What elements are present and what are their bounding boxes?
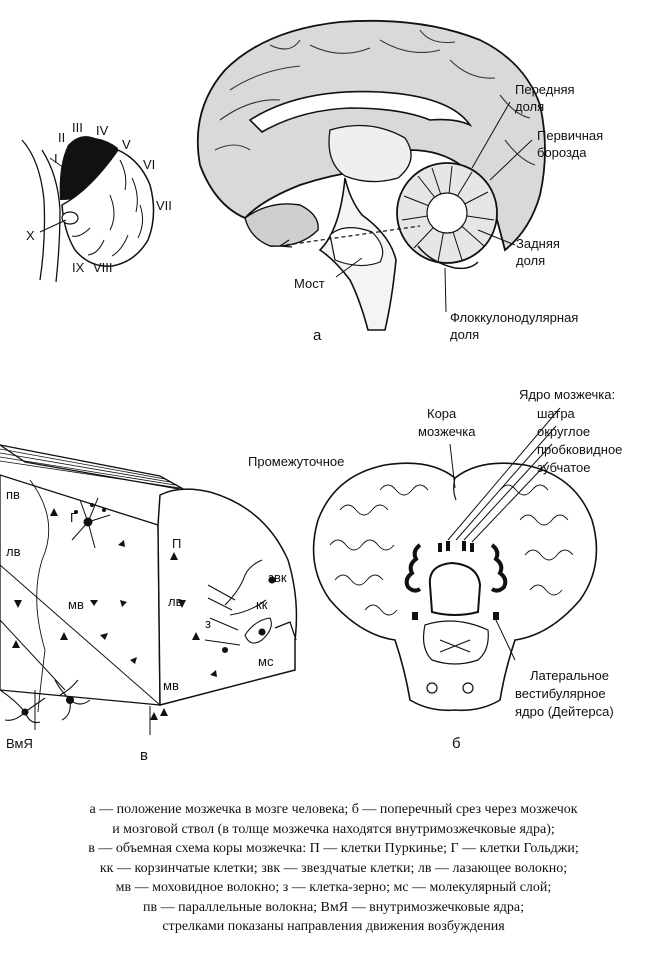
lobule-labels: I II III IV V VI VII VIII IX X (26, 120, 172, 275)
cerebellum-figure: I II III IV V VI VII VIII IX X (0, 19, 622, 764)
lobule-IV: IV (96, 123, 109, 138)
lateral-vestibular-label-3: ядро (Дейтерса) (515, 704, 614, 719)
granule-cell-label: з (205, 616, 211, 631)
posterior-lobe-label: Задняя (516, 236, 560, 251)
lobule-IX: IX (72, 260, 85, 275)
lobule-VII: VII (156, 198, 172, 213)
lateral-vestibular-label-2: вестибулярное (515, 686, 606, 701)
cortex-3d-scheme (0, 444, 298, 735)
panel-a-leaders (335, 101, 533, 313)
panel-a-letter: а (313, 327, 322, 344)
lobule-V: V (122, 137, 131, 152)
lobules-inset (21, 136, 155, 283)
anterior-lobe-label: Передняя (515, 82, 575, 97)
emboliform-nucleus-label: пробковидное (537, 442, 622, 457)
dentate-nucleus-label: зубчатое (537, 460, 590, 475)
caption-line: мв — моховидное волокно; з — клетка-зерн… (115, 880, 552, 895)
panel-b-labels: Кора мозжечка Промежуточное Ядро мозжечк… (248, 387, 622, 752)
caption-line: а — положение мозжечка в мозге человека;… (89, 802, 578, 817)
globose-nucleus-label: округлое (537, 424, 590, 439)
lobule-VIII: VIII (93, 260, 113, 275)
cortex-label: Кора (427, 406, 457, 421)
stellate-cells-label: звк (268, 570, 287, 585)
parallel-fibers-label: пв (6, 487, 20, 502)
panel-v-letter: в (140, 747, 148, 764)
basket-cells-label: кк (256, 597, 268, 612)
cortex-label-2: мозжечка (418, 424, 476, 439)
mossy-fiber-label-right: мв (163, 678, 179, 693)
primary-fissure-label-2: борозда (537, 145, 587, 160)
transverse-section-drawing (312, 407, 598, 712)
figure-caption: а — положение мозжечка в мозге человека;… (0, 800, 667, 937)
climbing-fiber-label-right: лв (168, 594, 183, 609)
mossy-fiber-label-left: мв (68, 597, 84, 612)
intracerebellar-nuclei-label: ВмЯ (6, 736, 33, 751)
posterior-lobe-label-2: доля (516, 253, 545, 268)
lobule-III: III (72, 120, 83, 135)
purkinje-cell-label: П (172, 536, 181, 551)
lobule-II: II (58, 130, 65, 145)
lobule-VI: VI (143, 157, 155, 172)
fastigial-nucleus-label: шатра (537, 406, 576, 421)
panel-b-letter: б (452, 735, 461, 752)
posterior-lobe-shape (61, 149, 155, 267)
anterior-lobe-shape (59, 136, 118, 200)
anterior-lobe-label-2: доля (515, 99, 544, 114)
flocculonodular-label-2: доля (450, 327, 479, 342)
brain-sagittal-drawing (196, 19, 546, 331)
panel-v-labels: пв Г П лв мв лв з звк кк мс мв ВмЯ в (6, 487, 287, 764)
lobule-X: X (26, 228, 35, 243)
lobule-I: I (54, 151, 58, 166)
caption-line: и мозговой ствол (в толще мозжечка наход… (112, 821, 555, 837)
molecular-layer-label: мс (258, 654, 274, 669)
caption-line: кк — корзинчатые клетки; звк — звездчаты… (99, 860, 568, 876)
primary-fissure-label: Первичная (537, 128, 603, 143)
flocculonodular-label: Флоккулонодулярная (450, 310, 578, 325)
caption-line: в — объемная схема коры мозжечка: П — кл… (88, 841, 579, 856)
panel-a-labels: Передняя доля Первичная борозда Задняя д… (294, 82, 603, 344)
caption-line: стрелками показаны направления движения … (162, 919, 505, 934)
pons-label: Мост (294, 276, 325, 291)
lateral-vestibular-label: Латеральное (530, 668, 609, 683)
climbing-fiber-label-left: лв (6, 544, 21, 559)
intermediate-label: Промежуточное (248, 454, 344, 469)
nuclei-title-label: Ядро мозжечка: (519, 387, 615, 402)
golgi-cell-label: Г (70, 510, 77, 525)
caption-line: пв — параллельные волокна; ВмЯ — внутрим… (143, 899, 524, 915)
